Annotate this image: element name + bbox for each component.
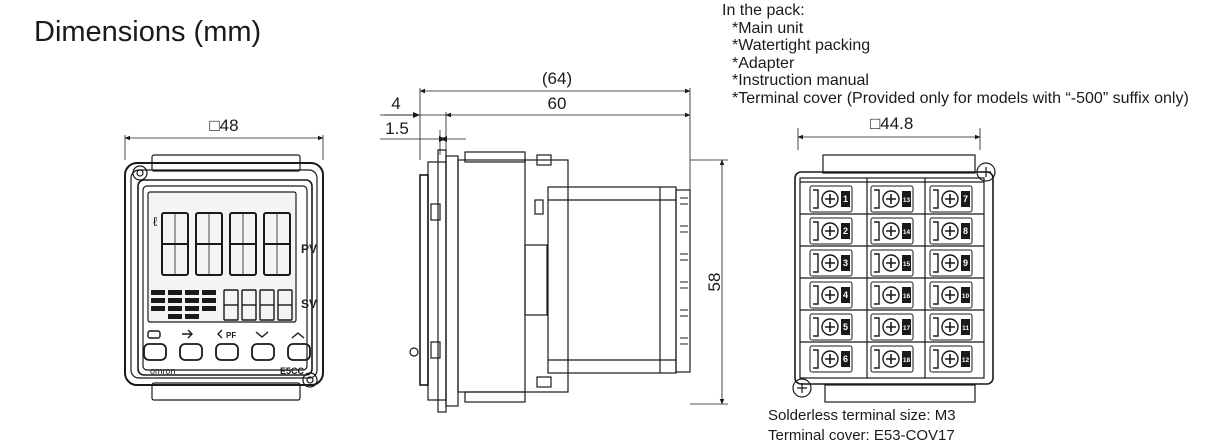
terminal-14: 14: [870, 217, 914, 245]
up-key-icon: [291, 332, 305, 339]
svg-text:ℓ: ℓ: [153, 214, 158, 229]
front-keys: [143, 343, 311, 361]
terminal-11: 11: [929, 313, 973, 341]
front-width-label: □48: [209, 116, 238, 135]
pack-item-terminal-cover: *Terminal cover (Provided only for model…: [732, 89, 1189, 107]
terminal-screw-icon: [821, 318, 839, 336]
level-key-icon: [147, 330, 161, 339]
terminal-screw-icon: [941, 254, 959, 272]
sv-display: [223, 289, 293, 321]
terminal-number: 17: [903, 325, 911, 332]
terminal-screw-icon: [941, 190, 959, 208]
terminal-6: 6: [809, 345, 853, 373]
terminal-15: 15: [870, 249, 914, 277]
model-label: E5CC: [280, 366, 305, 376]
terminal-5: 5: [809, 313, 853, 341]
terminal-number: 18: [903, 357, 911, 364]
side-overall-length-label: (64): [542, 69, 572, 88]
terminal-17: 17: [870, 313, 914, 341]
terminal-screw-icon: [941, 350, 959, 368]
terminal-screw-icon: [882, 318, 900, 336]
side-height-dimension: [690, 159, 728, 405]
terminal-13: 13: [870, 185, 914, 213]
terminal-number: 11: [962, 325, 969, 332]
down-key: [251, 343, 275, 361]
terminal-screw-icon: [821, 286, 839, 304]
side-body-length-label: 60: [548, 94, 567, 113]
terminal-number: 7: [963, 194, 968, 204]
side-height-label: 58: [705, 273, 724, 292]
terminal-7: 7: [929, 185, 973, 213]
mode-key-icon: [182, 329, 193, 339]
terminal-number: 13: [903, 197, 911, 204]
terminal-2: 2: [809, 217, 853, 245]
terminal-12: 12: [929, 345, 973, 373]
pack-contents: In the pack: *Main unit *Watertight pack…: [722, 2, 1189, 107]
terminal-screw-icon: [821, 254, 839, 272]
pack-item-watertight-packing: *Watertight packing: [732, 37, 871, 54]
terminal-number: 6: [843, 354, 848, 364]
pack-heading: In the pack:: [722, 2, 805, 19]
terminal-number: 8: [963, 226, 968, 236]
pv-label: PV: [301, 242, 317, 256]
sv-label: SV: [301, 297, 317, 311]
pack-item-instruction-manual: *Instruction manual: [732, 72, 869, 89]
terminal-number: 10: [962, 293, 970, 300]
terminal-number: 15: [903, 261, 911, 268]
terminal-number: 4: [843, 290, 848, 300]
rear-width-label: □44.8: [870, 114, 914, 133]
pack-item-adapter: *Adapter: [732, 54, 795, 72]
terminal-number: 16: [903, 293, 911, 300]
terminal-16: 16: [870, 281, 914, 309]
pv-display: ℓ: [153, 212, 291, 276]
terminal-number: 5: [843, 322, 848, 332]
terminal-number: 12: [962, 357, 970, 364]
terminal-number: 3: [843, 258, 848, 268]
pf-label: PF: [226, 331, 236, 340]
rear-notes: Solderless terminal size: M3 Terminal co…: [768, 406, 956, 446]
terminal-screw-icon: [882, 286, 900, 304]
up-key: [287, 343, 311, 361]
note-terminal-size: Solderless terminal size: M3: [768, 407, 956, 424]
terminal-3: 3: [809, 249, 853, 277]
mode-key: [179, 343, 203, 361]
side-bezel-thickness-label: 4: [391, 94, 400, 113]
terminal-8: 8: [929, 217, 973, 245]
terminal-screw-icon: [941, 318, 959, 336]
side-view: [380, 88, 691, 413]
terminal-screw-icon: [941, 222, 959, 240]
terminal-9: 9: [929, 249, 973, 277]
terminal-screw-icon: [821, 190, 839, 208]
pack-item-main-unit: *Main unit: [732, 19, 804, 37]
key-icons: [147, 329, 305, 339]
terminal-number: 2: [843, 226, 848, 236]
pf-key: [215, 343, 239, 361]
terminal-screw-icon: [882, 190, 900, 208]
front-view: □48: [124, 116, 324, 401]
terminal-screw-icon: [882, 254, 900, 272]
pf-key-icon: [217, 329, 223, 339]
down-key-icon: [255, 331, 269, 338]
terminal-grid: 1 13 7 2 14 8 3 15 9 4 16 10 5 17 11 6 18 12: [800, 181, 984, 373]
page-title: Dimensions (mm): [34, 16, 262, 48]
level-key: [143, 343, 167, 361]
terminal-number: 9: [963, 258, 968, 268]
rear-terminal-ridges: [680, 197, 688, 345]
terminal-screw-icon: [821, 350, 839, 368]
terminal-number: 1: [843, 194, 848, 204]
terminal-screw-icon: [821, 222, 839, 240]
terminal-screw-icon: [941, 286, 959, 304]
status-indicators: [151, 290, 216, 319]
terminal-10: 10: [929, 281, 973, 309]
terminal-4: 4: [809, 281, 853, 309]
brand-logo: omron: [150, 366, 176, 376]
terminal-number: 14: [903, 229, 911, 236]
terminal-screw-icon: [882, 222, 900, 240]
terminal-18: 18: [870, 345, 914, 373]
terminal-1: 1: [809, 185, 853, 213]
side-flange-thickness-label: 1.5: [385, 119, 409, 138]
note-terminal-cover: Terminal cover: E53-COV17: [768, 427, 955, 444]
terminal-screw-icon: [882, 350, 900, 368]
